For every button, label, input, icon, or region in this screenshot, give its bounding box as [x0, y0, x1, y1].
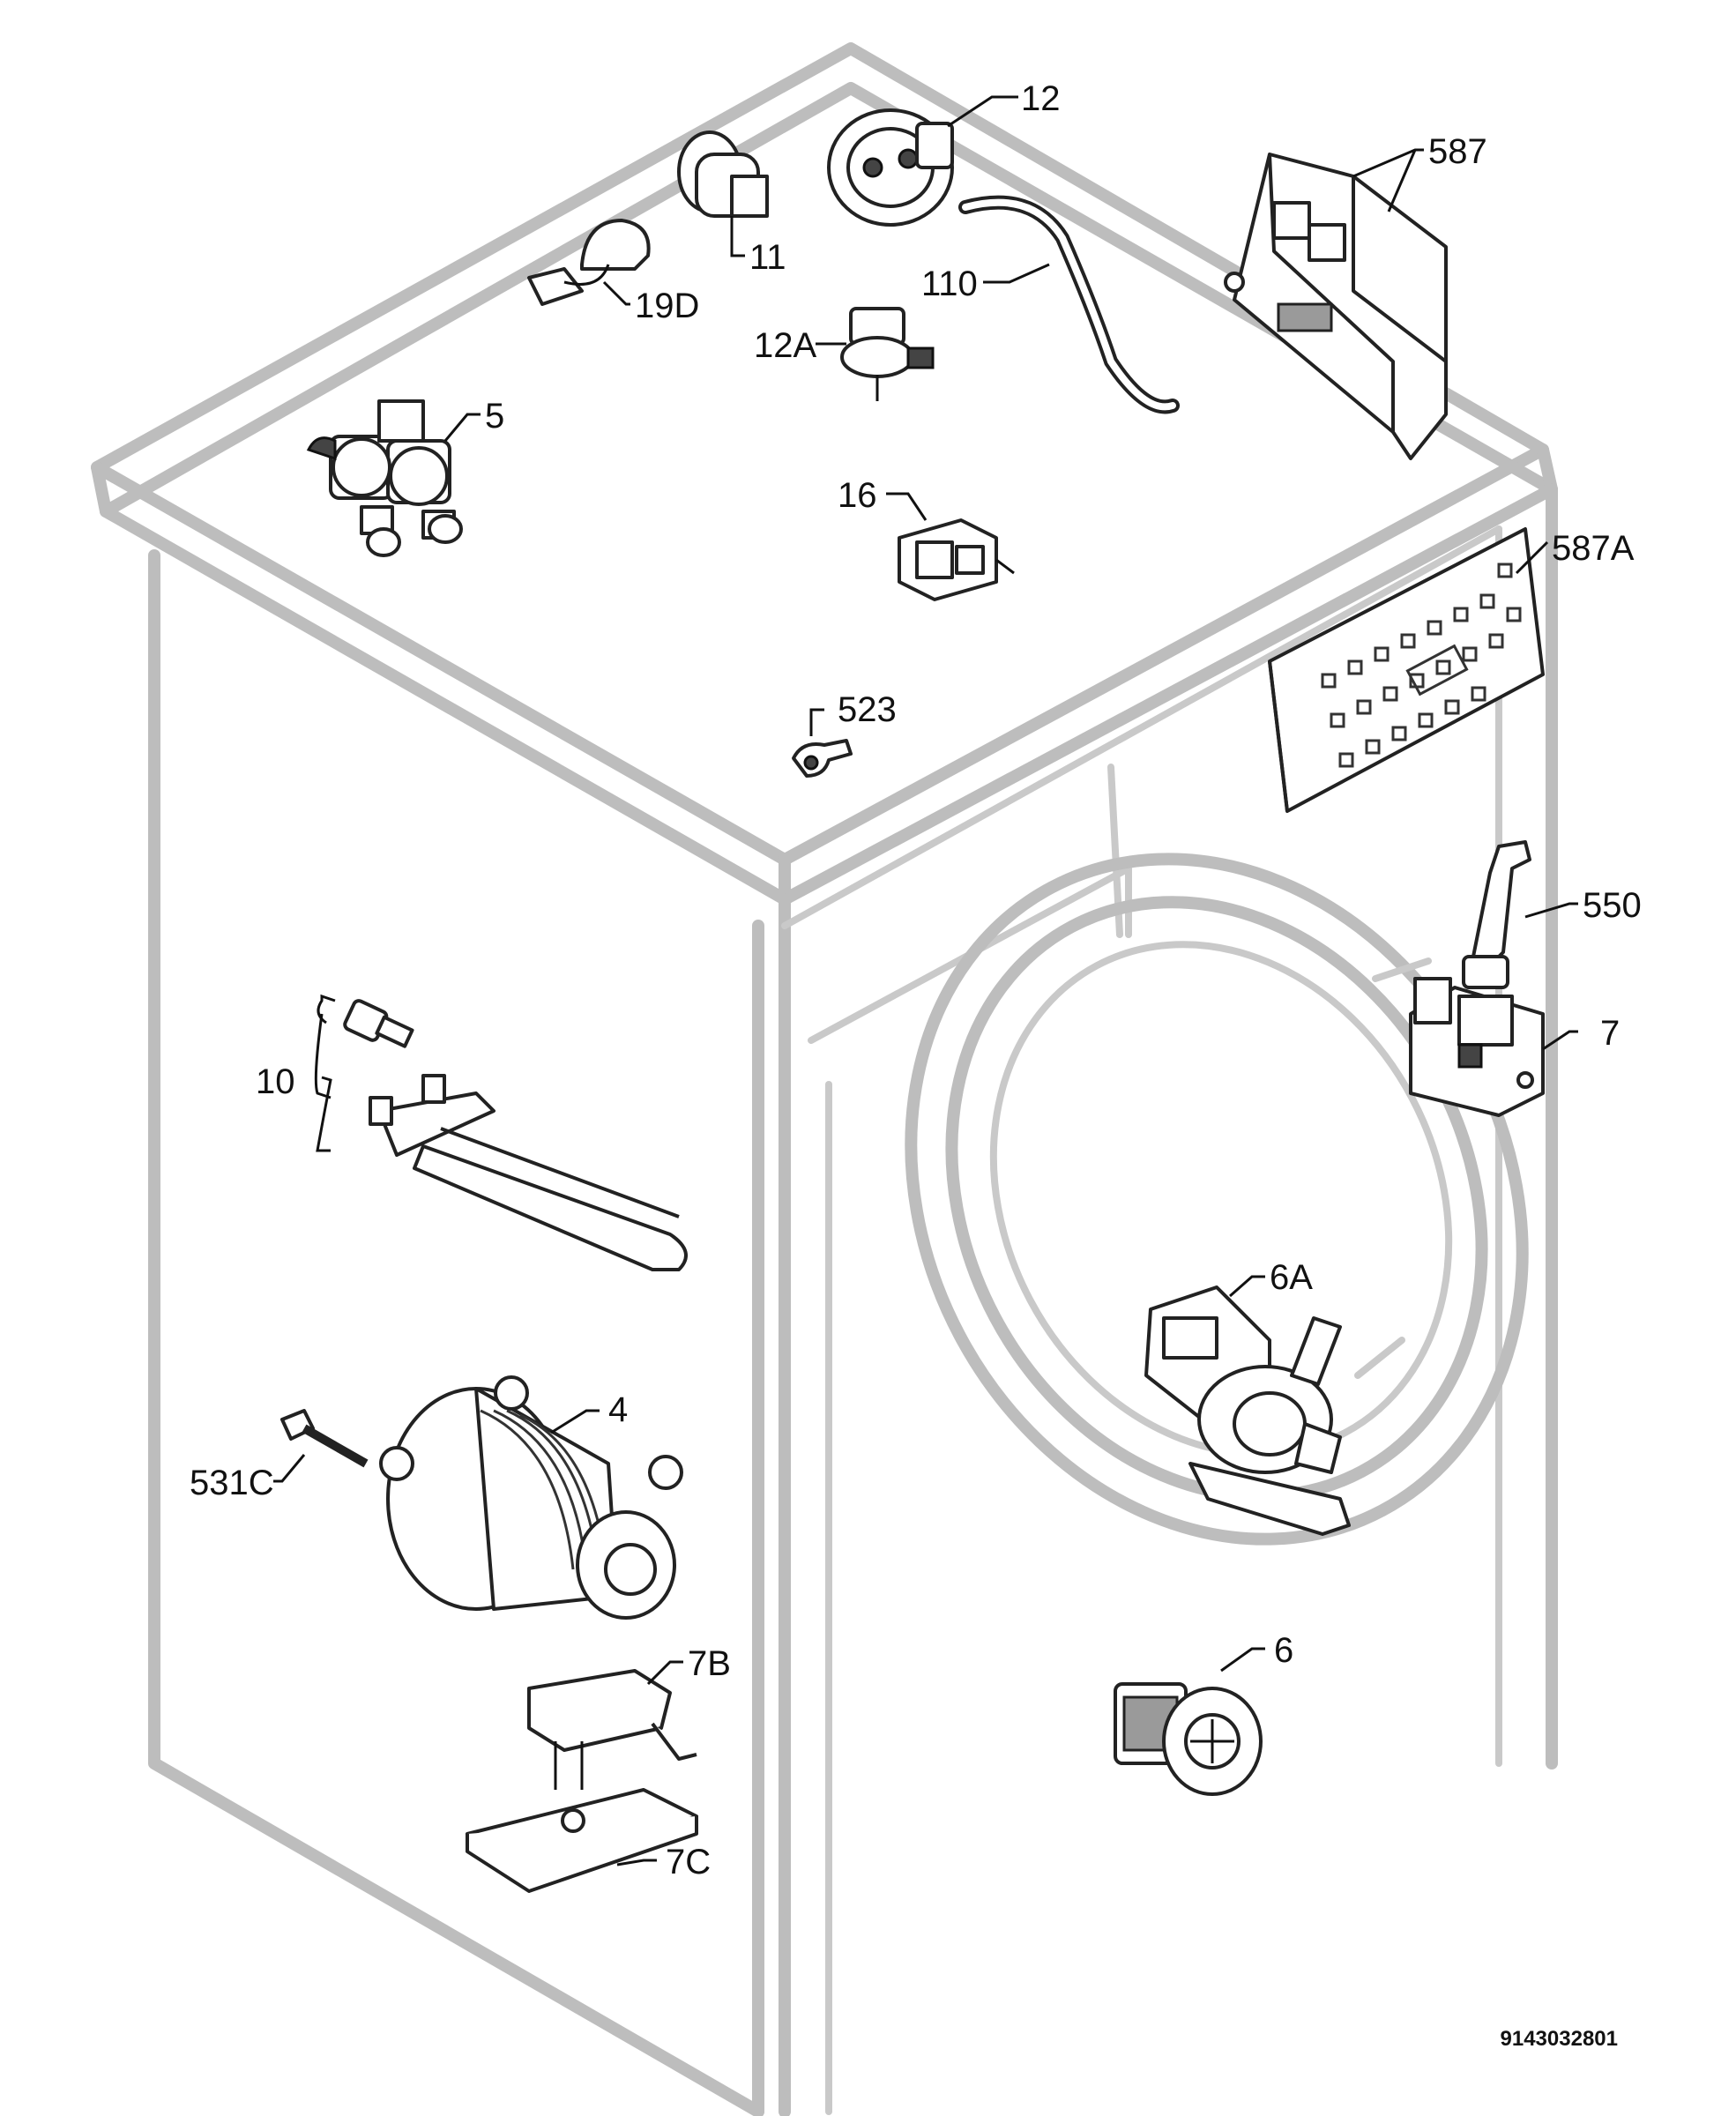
label-19D: 19D — [635, 287, 699, 325]
part-11-drawing — [677, 130, 769, 218]
label-12: 12 — [1021, 79, 1061, 118]
label-6A: 6A — [1270, 1258, 1313, 1297]
part-110-drawing — [958, 195, 1180, 414]
label-16: 16 — [838, 476, 877, 515]
part-4-drawing — [379, 1375, 683, 1620]
part-7C-drawing — [466, 1788, 698, 1893]
part-7B-drawing — [527, 1669, 697, 1790]
leader-lines — [273, 95, 1578, 1866]
drawing-number: 9143032801 — [1501, 2027, 1618, 2051]
part-labels: 12 587 11 110 19D 12A 5 16 587A 523 550 … — [190, 79, 1642, 1881]
part-523-drawing — [792, 739, 853, 778]
label-7: 7 — [1600, 1014, 1620, 1053]
part-7-drawing — [1409, 977, 1545, 1117]
part-531C-drawing — [280, 1409, 369, 1468]
label-5: 5 — [485, 397, 504, 436]
label-587: 587 — [1428, 132, 1487, 171]
part-5-drawing — [306, 399, 463, 557]
label-531C: 531C — [190, 1464, 274, 1502]
label-4: 4 — [608, 1390, 628, 1429]
label-550: 550 — [1583, 886, 1642, 925]
part-19D-drawing — [527, 219, 651, 306]
part-587A-drawing — [1268, 527, 1545, 813]
part-10-drawing — [343, 999, 688, 1271]
part-6A-drawing — [1144, 1285, 1351, 1536]
part-12A-drawing — [840, 307, 935, 401]
label-7B: 7B — [688, 1644, 731, 1683]
label-110: 110 — [921, 264, 978, 303]
label-12A: 12A — [754, 326, 816, 365]
label-523: 523 — [838, 690, 897, 729]
label-10: 10 — [256, 1062, 295, 1101]
part-12-drawing — [827, 108, 954, 227]
part-550-drawing — [1462, 840, 1531, 989]
label-7C: 7C — [666, 1843, 711, 1881]
part-587-drawing — [1224, 153, 1448, 460]
part-6-drawing — [1114, 1682, 1263, 1796]
label-587A: 587A — [1552, 529, 1635, 568]
part-16-drawing — [898, 518, 1015, 601]
label-6: 6 — [1274, 1631, 1293, 1670]
label-11: 11 — [749, 238, 786, 277]
